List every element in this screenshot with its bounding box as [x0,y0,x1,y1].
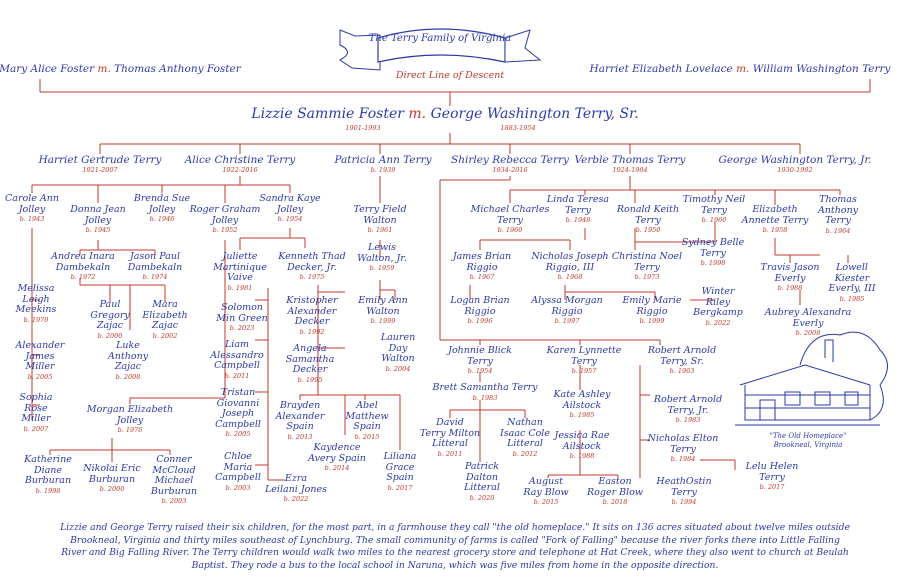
person-couple-lizzie-george: Lizzie Sammie Foster m. George Washingto… [251,107,638,122]
person-name: William Washington Terry [752,63,891,75]
person-couple-terry: Harriet Elizabeth Lovelace m. William Wa… [590,64,891,75]
title-banner [339,28,542,71]
person-name: Thomas Anthony Foster [114,63,241,75]
marriage-symbol: m. [408,106,427,122]
old-homeplace-illustration [735,331,888,426]
chart-subtitle: Direct Line of Descent [395,70,505,81]
person-name: George Washington Terry, Sr. [430,106,639,122]
person-lewis: Lewis Walton, Jr.b. 1959 [357,242,407,272]
marriage-symbol: m. [97,63,111,75]
person-george-jr: George Washington Terry, Jr.1930-1992 [718,154,872,175]
person-couple-foster: Mary Alice Foster m. Thomas Anthony Fost… [0,64,241,75]
house-caption-location: Brookneal, Virginia [773,441,843,449]
house-caption: "The Old Homeplace" Brookneal, Virginia [770,432,847,450]
person-robert-jr: Robert Arnold Terry, Jr.b. 1983 [653,394,723,424]
person-dates: 1901-1993 [345,124,381,132]
person-name: Lizzie Sammie Foster [251,106,404,122]
person-kenneth: Kenneth Thad Decker, Jr.b. 1975 [278,251,346,281]
person-dates: 1883-1954 [500,124,536,132]
family-caption: Lizzie and George Terry raised their six… [60,522,850,571]
person-name: Harriet Elizabeth Lovelace [589,63,733,75]
marriage-symbol: m. [736,63,750,75]
house-caption-title: "The Old Homeplace" [769,432,847,440]
person-name: Mary Alice Foster [0,63,95,75]
chart-title: The Terry Family of Virginia [368,33,512,44]
person-robert-sr: Robert Arnold Terry, Sr.b. 1963 [647,345,717,375]
